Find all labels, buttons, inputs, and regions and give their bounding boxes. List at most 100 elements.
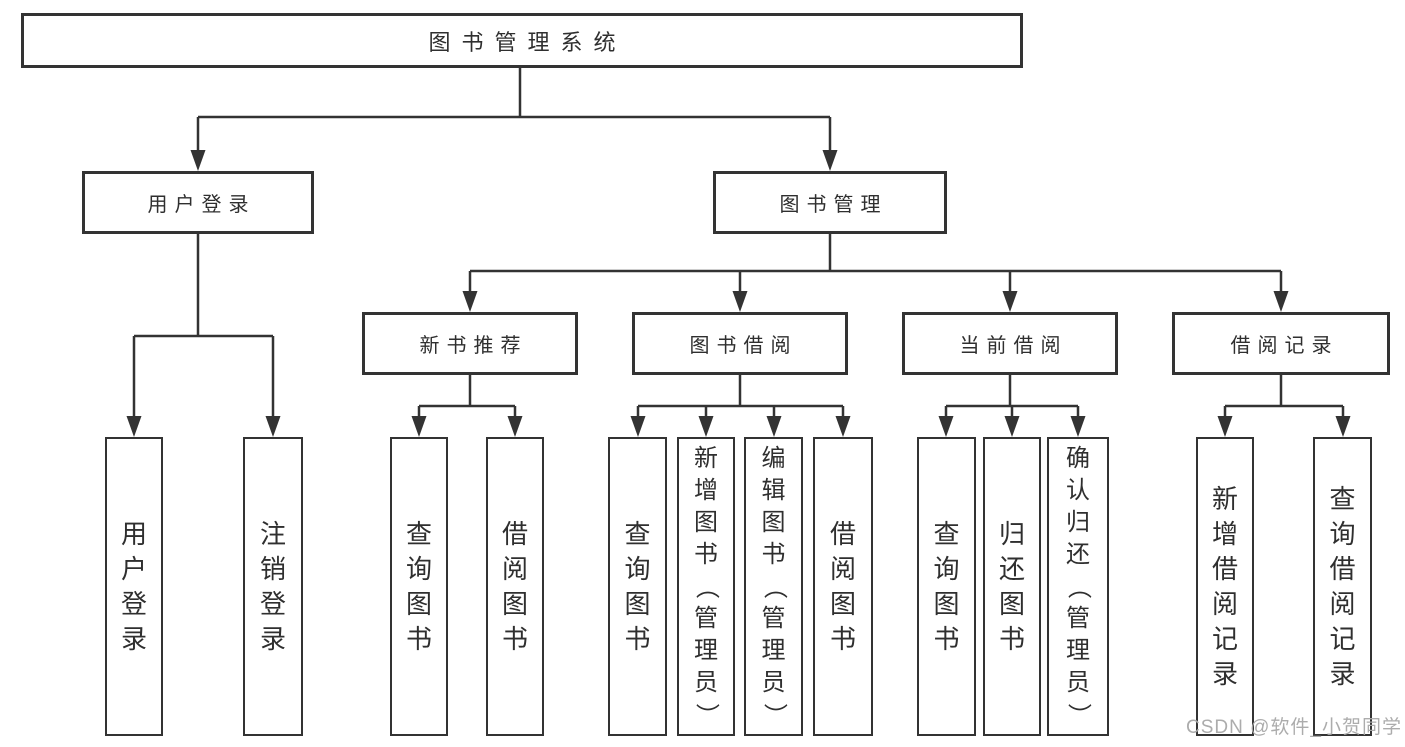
vertical-label-char: 询: [405, 553, 432, 584]
vertical-label-char: 记: [1329, 623, 1356, 654]
vertical-label-char: 管: [694, 604, 718, 632]
connector-book-management-branch: [462, 234, 1289, 312]
vertical-label-char: 认: [1066, 476, 1090, 504]
vertical-label-char: 图: [694, 508, 718, 536]
vertical-label-char: 记: [1211, 623, 1238, 654]
vertical-label-char: 书: [829, 623, 856, 654]
node-new-book-recommendation: 新书推荐: [362, 312, 578, 375]
vertical-label-char: 阅: [501, 553, 528, 584]
vertical-label-char: 户: [120, 553, 147, 584]
vertical-label-char: 归: [1066, 508, 1090, 536]
vertical-label-char: （: [760, 574, 788, 599]
connector-current-borrowing-branch: [938, 375, 1086, 437]
vertical-label-char: 图: [998, 588, 1025, 619]
vertical-label-char: 询: [1329, 518, 1356, 549]
leaf-borrowing-add-books-admin: 新增图书（管理员）: [677, 437, 735, 736]
vertical-label-char: 管: [761, 604, 786, 632]
connector-user-login-branch: [126, 234, 281, 437]
vertical-label-char: 图: [829, 588, 856, 619]
node-book-borrowing: 图书借阅: [632, 312, 848, 375]
vertical-label-char: 书: [624, 623, 651, 654]
vertical-label-char: 员: [1066, 668, 1090, 696]
vertical-label-char: 借: [1211, 553, 1238, 584]
vertical-label-char: 新: [1211, 483, 1238, 514]
node-label: 当前借阅: [959, 335, 1068, 357]
node-label: 图书管理系统: [428, 29, 627, 55]
leaf-borrowing-edit-books-admin: 编辑图书 （ 管理员 ）: [744, 437, 803, 736]
node-borrowing-records: 借阅记录: [1172, 312, 1390, 375]
connector-root-to-level2: [190, 68, 838, 171]
leaf-records-query-borrow-record: 查询借阅记录: [1313, 437, 1372, 736]
node-user-login: 用户登录: [82, 171, 314, 234]
vertical-label-char: 辑: [761, 476, 786, 504]
vertical-label-char: 确: [1066, 444, 1090, 472]
vertical-label-char: 询: [624, 553, 651, 584]
vertical-label-char: 管: [1066, 604, 1090, 632]
vertical-label-char: 询: [933, 553, 960, 584]
vertical-label-char: 借: [501, 518, 528, 549]
vertical-label-char: 录: [1211, 658, 1238, 689]
vertical-label-char: 录: [259, 623, 286, 654]
vertical-label-char: 阅: [1211, 588, 1238, 619]
vertical-label-char: 增: [694, 476, 718, 504]
leaf-current-confirm-return-admin: 确认归还 （ 管理员 ）: [1047, 437, 1109, 736]
node-library-management-system: 图书管理系统: [21, 13, 1023, 68]
vertical-label-char: 归: [998, 518, 1025, 549]
vertical-label-char: 书: [933, 623, 960, 654]
vertical-label-char: 书: [405, 623, 432, 654]
vertical-label-char: 图: [761, 508, 786, 536]
leaf-current-query-books: 查询图书: [917, 437, 976, 736]
vertical-label-char: 书: [998, 623, 1025, 654]
vertical-label-char: 员: [761, 668, 786, 696]
leaf-newbooks-borrow-books: 借阅图书: [486, 437, 544, 736]
leaf-logout-login: 注销登录: [243, 437, 303, 736]
vertical-label-char: 录: [1329, 658, 1356, 689]
leaf-current-return-books: 归还图书: [983, 437, 1041, 736]
vertical-label-char: 查: [624, 518, 651, 549]
vertical-label-char: 理: [1066, 636, 1090, 664]
leaf-records-add-borrow-record: 新增借阅记录: [1196, 437, 1254, 736]
vertical-label-char: 还: [998, 553, 1025, 584]
vertical-label-char: 新: [694, 444, 718, 472]
vertical-label-char: 图: [405, 588, 432, 619]
vertical-label-char: 登: [120, 588, 147, 619]
leaf-borrowing-query-books: 查询图书: [608, 437, 667, 736]
node-label: 借阅记录: [1230, 335, 1339, 357]
connector-borrowing-records-branch: [1217, 375, 1351, 437]
vertical-label-char: 还: [1066, 540, 1090, 568]
vertical-label-char: 阅: [1329, 588, 1356, 619]
vertical-label-char: 增: [1211, 518, 1238, 549]
vertical-label-char: 理: [761, 636, 786, 664]
vertical-label-char: 查: [1329, 483, 1356, 514]
leaf-borrowing-borrow-books: 借阅图书: [813, 437, 873, 736]
vertical-label-char: 借: [829, 518, 856, 549]
node-label: 图书管理: [779, 194, 888, 216]
vertical-label-char: 用: [120, 518, 147, 549]
vertical-label-char: 销: [259, 553, 286, 584]
vertical-label-char: 书: [501, 623, 528, 654]
vertical-label-char: 查: [933, 518, 960, 549]
node-label: 用户登录: [147, 194, 256, 216]
vertical-label-char: ）: [693, 702, 720, 727]
vertical-label-char: 图: [933, 588, 960, 619]
node-book-management: 图书管理: [713, 171, 947, 234]
connector-book-borrowing-branch: [630, 375, 851, 437]
node-current-borrowing: 当前借阅: [902, 312, 1118, 375]
vertical-label-char: 查: [405, 518, 432, 549]
vertical-label-char: ）: [1065, 702, 1092, 727]
vertical-label-char: 书: [761, 540, 786, 568]
leaf-user-login: 用户登录: [105, 437, 163, 736]
vertical-label-char: 员: [694, 668, 718, 696]
vertical-label-char: ）: [760, 702, 788, 727]
vertical-label-char: 注: [259, 518, 286, 549]
vertical-label-char: 理: [694, 636, 718, 664]
node-label: 新书推荐: [419, 335, 528, 357]
vertical-label-char: 编: [761, 444, 786, 472]
connector-new-books-branch: [411, 375, 523, 437]
vertical-label-char: 录: [120, 623, 147, 654]
vertical-label-char: （: [1065, 574, 1092, 599]
vertical-label-char: 图: [501, 588, 528, 619]
vertical-label-char: 图: [624, 588, 651, 619]
vertical-label-char: 借: [1329, 553, 1356, 584]
